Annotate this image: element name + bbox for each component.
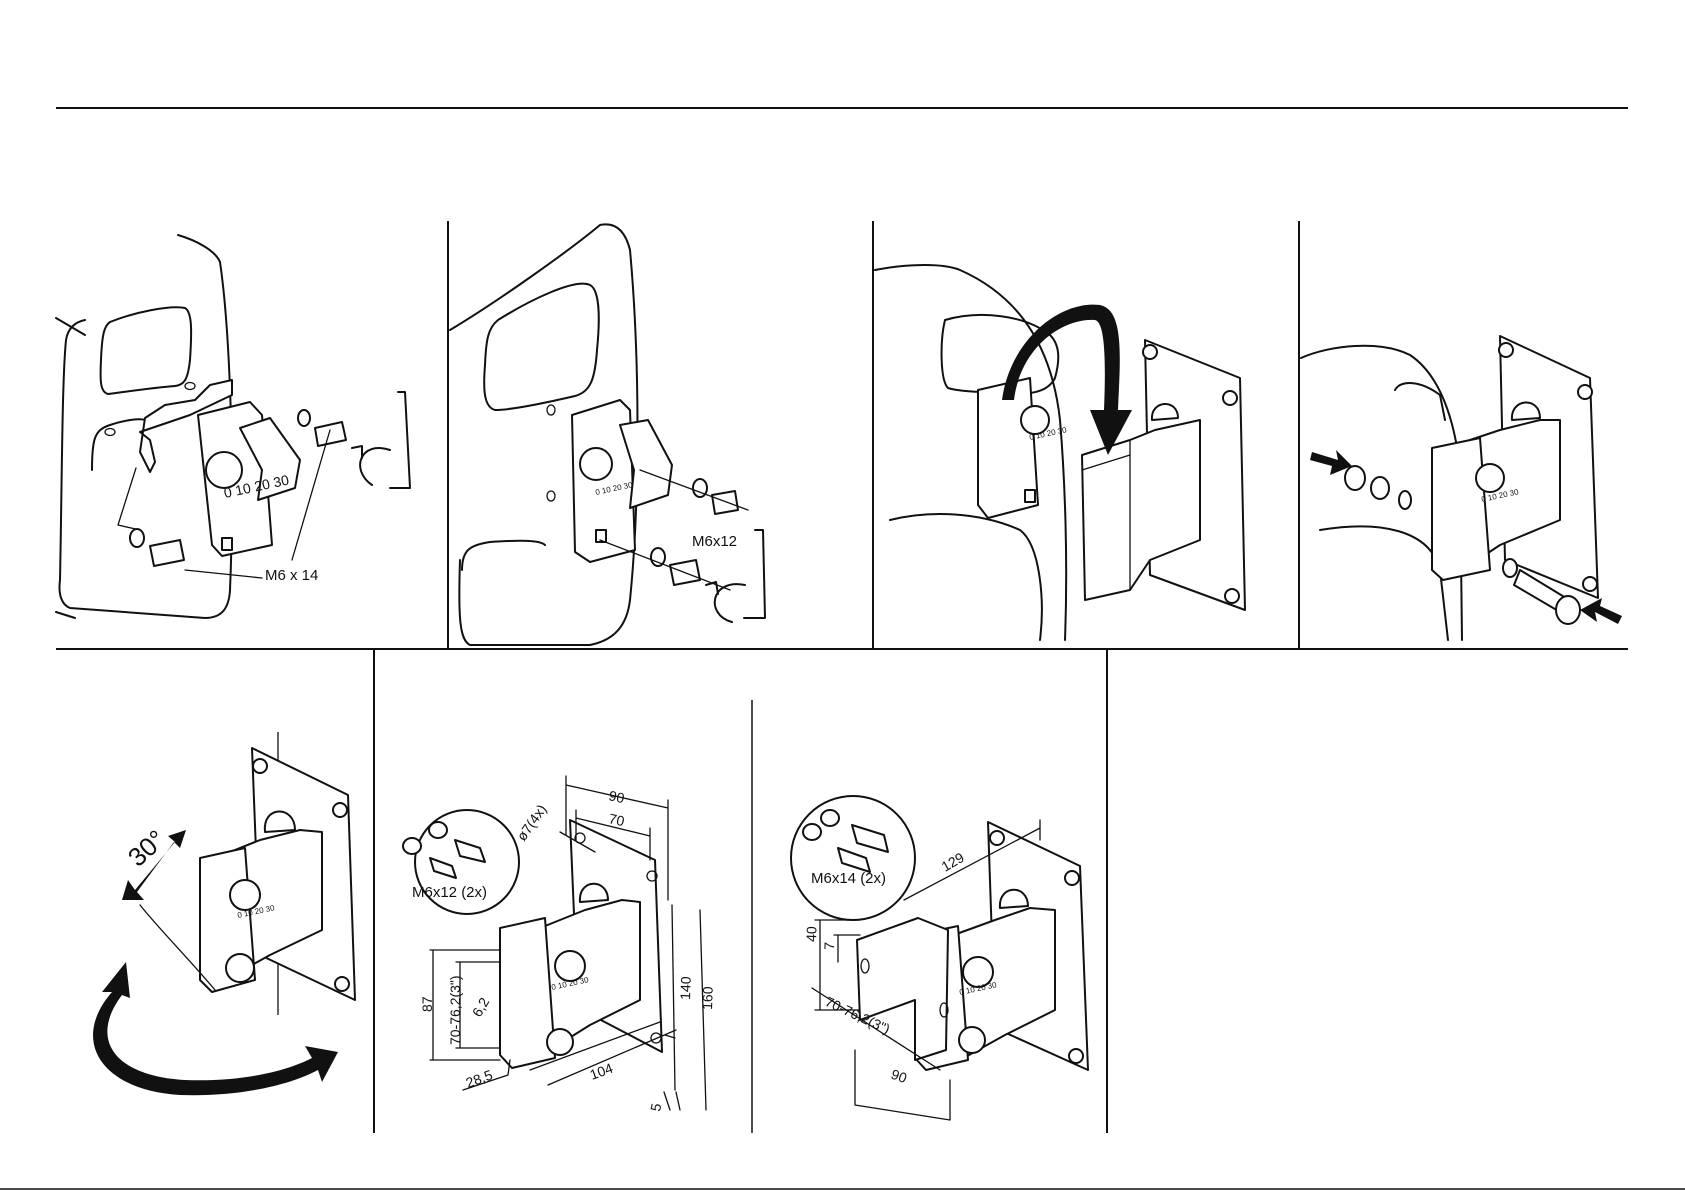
- plate-screw: [1065, 871, 1079, 885]
- speaker-grille-window: [484, 284, 599, 410]
- washer: [821, 810, 839, 826]
- bolt-m6x14: [315, 422, 346, 446]
- step5-panel: 0 10 20 30 30°: [93, 732, 355, 1095]
- knob: [580, 448, 612, 480]
- bolt-head: [1556, 596, 1580, 624]
- plate-screw: [253, 759, 267, 773]
- dim-90: 90: [607, 787, 626, 806]
- plate-screw: [335, 977, 349, 991]
- dim-70: 70: [607, 810, 626, 829]
- push-arrow-icon: [1580, 598, 1622, 624]
- plate-screw: [1578, 385, 1592, 399]
- bolt-m6x14: [150, 540, 184, 566]
- washer: [130, 529, 144, 547]
- plate-screw: [333, 803, 347, 817]
- step2-panel: 0 10 20 30 M6x12: [450, 224, 765, 645]
- knob: [230, 880, 260, 910]
- dim-5: 5: [647, 1102, 664, 1113]
- dim-160: 160: [699, 986, 716, 1010]
- dim-spacing: 70-76,2(3"): [447, 975, 463, 1045]
- bolt-icon: [430, 858, 456, 878]
- bolt-m6x12: [712, 491, 738, 514]
- nut: [1371, 477, 1389, 499]
- dim-hole-dia: ø7(4x): [513, 801, 549, 843]
- nut: [1345, 466, 1365, 490]
- tilt-angle-label: 30°: [122, 824, 171, 873]
- bolt-icon: [852, 825, 888, 852]
- dim-28-5: 28,5: [464, 1066, 495, 1090]
- dim-90: 90: [889, 1066, 909, 1086]
- mount-hole: [547, 491, 555, 501]
- kit-label: M6x12 (2x): [412, 884, 487, 901]
- dim-104: 104: [588, 1060, 616, 1083]
- speaker-adapter-plate: [857, 918, 948, 1060]
- washer: [298, 410, 310, 426]
- dim-87: 87: [419, 996, 435, 1012]
- washer: [1503, 559, 1517, 577]
- plate-screw: [1225, 589, 1239, 603]
- lock-square: [222, 538, 232, 550]
- dim-140: 140: [677, 976, 694, 1000]
- knob-lower: [547, 1029, 573, 1055]
- bolt-icon: [455, 840, 485, 862]
- bolt-icon: [838, 848, 870, 872]
- plate-screw: [990, 831, 1004, 845]
- plate-screw: [1499, 343, 1513, 357]
- plate-screw: [1583, 577, 1597, 591]
- bracket-body: [1432, 438, 1490, 580]
- plate-screw: [1143, 345, 1157, 359]
- step6-panel: M6x12 (2x) 0 10 20 30 90 70 ø7(4x) 140 1…: [403, 776, 716, 1113]
- dim-7: 7: [821, 942, 837, 951]
- hex-key-icon: [390, 392, 410, 488]
- washer: [803, 824, 821, 840]
- screw-label: M6x12: [692, 533, 737, 550]
- plate-screw: [1069, 1049, 1083, 1063]
- kit-label: M6x14 (2x): [811, 870, 886, 887]
- washer: [1399, 491, 1411, 509]
- washer: [651, 548, 665, 566]
- dim-40: 40: [803, 926, 820, 942]
- speaker-cabinet: [875, 265, 1066, 640]
- step4-panel: 0 10 20 30: [1301, 336, 1622, 640]
- knob-lower: [226, 954, 254, 982]
- dim-6-2: 6,2: [469, 994, 493, 1019]
- mount-hole: [547, 405, 555, 415]
- step1-panel: 0 10 20 30 M6 x 14: [56, 235, 410, 618]
- step3-panel: 0 10 20 30: [875, 265, 1245, 640]
- knob-lower: [959, 1027, 985, 1053]
- mount-hole: [105, 429, 115, 436]
- dim-129: 129: [939, 849, 967, 875]
- knob: [1476, 464, 1504, 492]
- washer: [429, 822, 447, 838]
- lock-square: [1025, 490, 1035, 502]
- plate-screw: [1223, 391, 1237, 405]
- rotate-arrow-icon: [352, 446, 390, 485]
- mount-hole: [185, 383, 195, 390]
- step7-panel: M6x14 (2x) 0 10 20 30 129 40 7 70-76,2(3…: [791, 796, 1088, 1120]
- washer: [403, 838, 421, 854]
- hex-key-icon: [744, 530, 765, 618]
- screw-label: M6 x 14: [265, 567, 318, 584]
- speaker-grille-window: [101, 307, 192, 394]
